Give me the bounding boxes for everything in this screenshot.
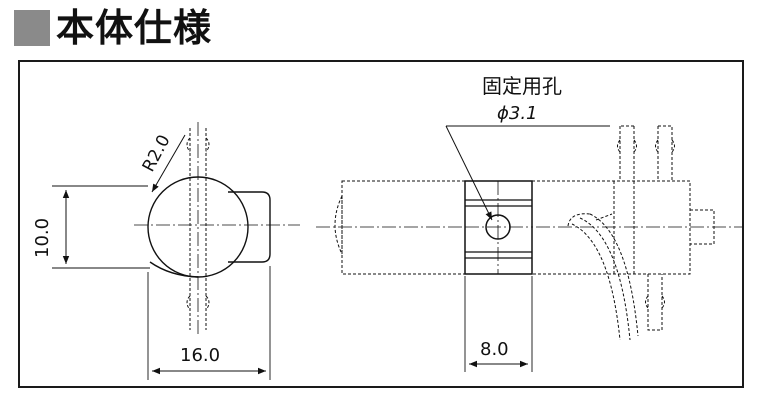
side-curved-tube-2 — [579, 217, 631, 341]
front-tab-outline — [228, 191, 271, 263]
hole-label: 固定用孔 — [482, 74, 562, 98]
radius-label: R2.0 — [139, 132, 175, 176]
section-heading: 本体仕様 — [14, 4, 212, 52]
height-label: 10.0 — [32, 218, 53, 258]
hole-diameter-label: ϕ3.1 — [497, 103, 538, 124]
side-view — [316, 125, 742, 372]
front-top-lug — [186, 137, 210, 153]
side-curved-tube-1 — [571, 223, 621, 341]
hole-leader — [445, 125, 493, 221]
section-title: 本体仕様 — [56, 6, 213, 50]
width-dimension — [147, 266, 271, 380]
depth-label: 8.0 — [480, 339, 509, 360]
drawing-frame — [18, 60, 744, 388]
side-curved-tube-3 — [589, 213, 639, 337]
front-lower-edge — [149, 261, 199, 278]
radius-leader — [151, 134, 186, 193]
height-dimension — [52, 185, 150, 269]
side-left-cap — [334, 195, 343, 255]
front-bottom-lug — [186, 295, 210, 311]
side-bottom-lug — [647, 274, 663, 331]
side-top-lug-2 — [657, 125, 673, 181]
side-top-lug-1 — [619, 125, 634, 181]
width-label: 16.0 — [180, 345, 220, 366]
heading-square-icon — [14, 10, 50, 46]
front-view — [134, 122, 300, 335]
